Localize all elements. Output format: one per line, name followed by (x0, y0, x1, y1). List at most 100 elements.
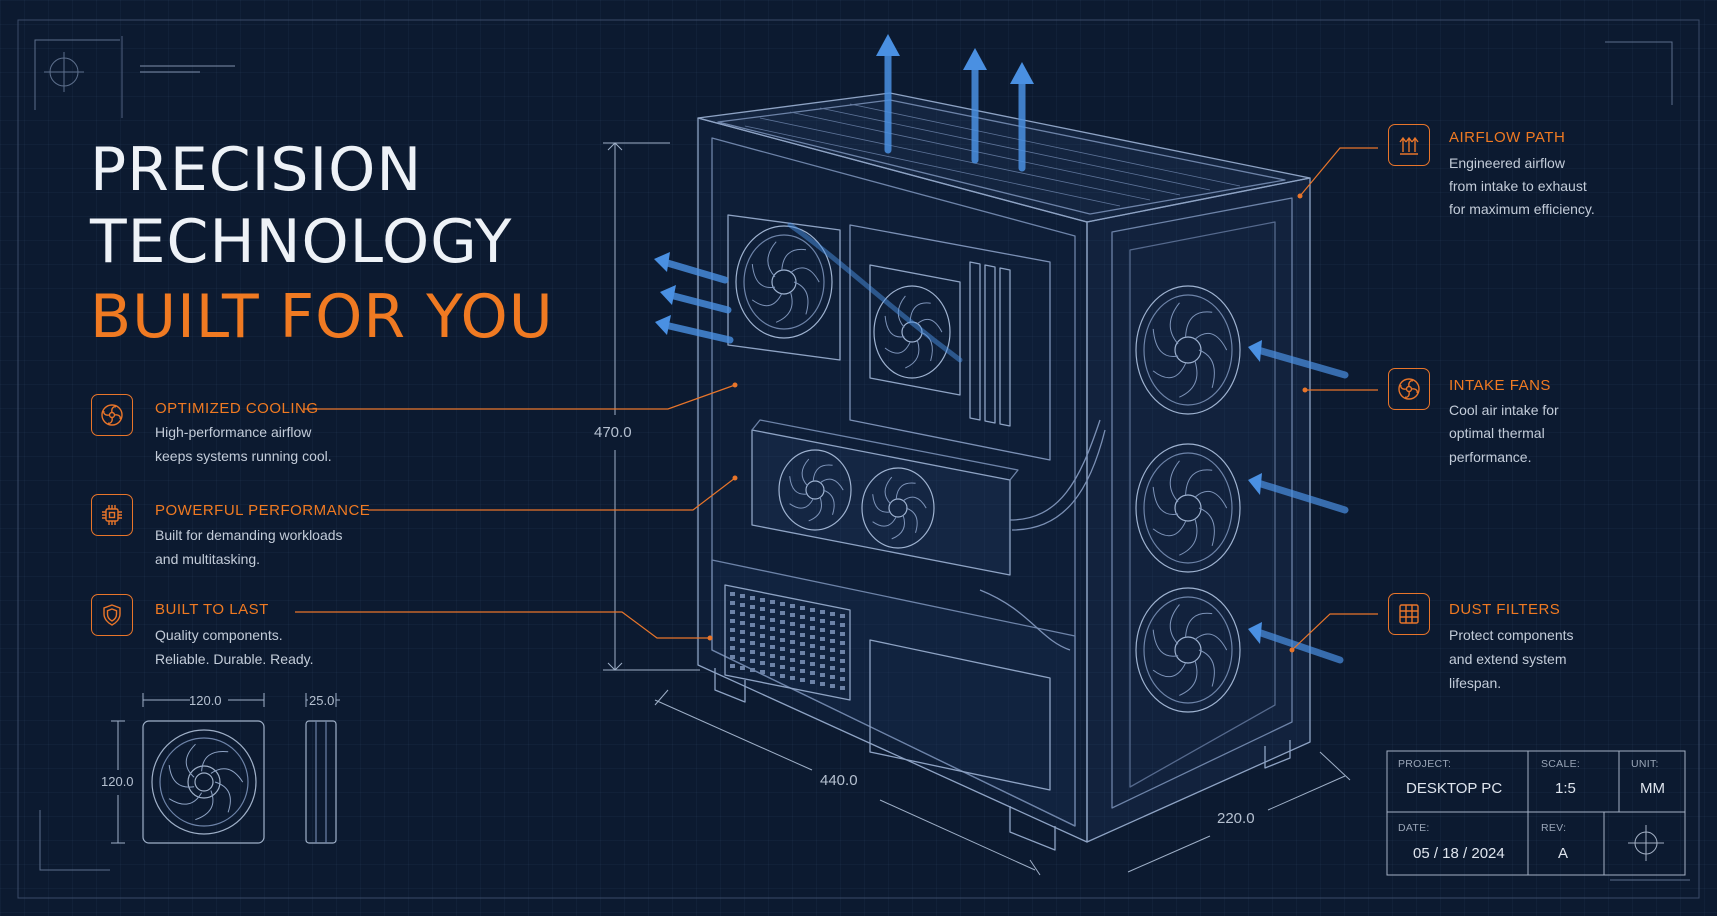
mesh-hole (840, 641, 845, 645)
fan-blade (1194, 490, 1228, 509)
mesh-hole (820, 673, 825, 677)
mesh-hole (790, 640, 795, 644)
mesh-hole (830, 621, 835, 625)
fan-blade (1198, 349, 1215, 389)
mesh-hole (800, 615, 805, 619)
feature-title-durability: BUILT TO LAST (155, 601, 269, 618)
mesh-hole (770, 600, 775, 604)
mesh-hole (740, 630, 745, 634)
feature-desc-intake-3: performance. (1449, 449, 1532, 465)
title-block-grid (1386, 750, 1686, 876)
fan-blade (801, 458, 810, 487)
mesh-hole (810, 644, 815, 648)
mesh-hole (760, 634, 765, 638)
fan-blade (210, 768, 244, 783)
airflow-arrows-icon (1388, 124, 1430, 166)
mesh-hole (760, 607, 765, 611)
fan-blade (789, 476, 808, 495)
mesh-hole (770, 627, 775, 631)
fan-blade (872, 516, 897, 527)
cpu-chip-icon (91, 494, 133, 536)
mesh-hole (750, 614, 755, 618)
fan-blade (1169, 302, 1180, 345)
mesh-hole (810, 671, 815, 675)
fan-blade (905, 507, 918, 533)
mesh-hole (740, 657, 745, 661)
case-fans (735, 225, 1241, 713)
fan-blade (201, 750, 229, 772)
fan-blade (884, 315, 905, 338)
feature-desc-performance-2: and multitasking. (155, 551, 261, 567)
mesh-hole (790, 676, 795, 680)
headline-line-2: TECHNOLOGY (90, 207, 513, 277)
fan-blade (1179, 518, 1198, 556)
dimension-fan-height: 120.0 (101, 774, 134, 789)
mesh-hole (760, 616, 765, 620)
mesh-hole (810, 680, 815, 684)
mesh-hole (820, 646, 825, 650)
mesh-hole (810, 662, 815, 666)
mesh-hole (730, 628, 735, 632)
mesh-hole (820, 619, 825, 623)
mesh-hole (750, 623, 755, 627)
mesh-hole (740, 603, 745, 607)
mesh-hole (810, 635, 815, 639)
mesh-hole (840, 632, 845, 636)
feature-desc-cooling-2: keeps systems running cool. (155, 448, 332, 464)
dimension-depth: 220.0 (1217, 810, 1255, 827)
filter-grid-icon (1388, 593, 1430, 635)
mesh-hole (770, 663, 775, 667)
fan-blade (872, 494, 891, 513)
fan-blade (891, 514, 906, 540)
mesh-hole (730, 601, 735, 605)
drawing-frame (17, 19, 1700, 899)
mesh-hole (840, 659, 845, 663)
feature-desc-intake-1: Cool air intake for (1449, 402, 1559, 418)
fan-blade (1194, 633, 1228, 651)
fan-blade (775, 291, 793, 323)
mesh-hole (840, 614, 845, 618)
mesh-hole (780, 629, 785, 633)
mesh-hole (820, 682, 825, 686)
feature-desc-airflow-1: Engineered airflow (1449, 155, 1565, 171)
fan-blade (1152, 328, 1179, 357)
fan-blade (1194, 332, 1228, 351)
mesh-hole (790, 613, 795, 617)
date-label: DATE: (1398, 822, 1430, 834)
fan-blade (884, 476, 893, 505)
fan-blade (751, 263, 776, 289)
fan-blade (1152, 662, 1187, 678)
feature-desc-intake-2: optimal thermal (1449, 425, 1545, 441)
fan-blade (789, 267, 820, 283)
fan-blade (185, 743, 196, 778)
feature-title-cooling: OPTIMIZED COOLING (155, 400, 319, 417)
pc-case-wireframe (697, 92, 1311, 851)
mesh-hole (770, 654, 775, 658)
mesh-hole (780, 602, 785, 606)
mesh-hole (730, 592, 735, 596)
fan-blade (793, 281, 809, 315)
mesh-hole (800, 678, 805, 682)
fan-blade (1185, 311, 1213, 337)
fan-icon (1388, 368, 1430, 410)
fan-blade (751, 293, 783, 307)
mesh-hole (800, 642, 805, 646)
mesh-hole (800, 660, 805, 664)
mesh-hole (780, 647, 785, 651)
mesh-hole (800, 633, 805, 637)
scale-value: 1:5 (1555, 780, 1576, 797)
fan-blade (1179, 660, 1198, 696)
mesh-hole (750, 605, 755, 609)
fan-blade (168, 765, 195, 788)
unit-label: UNIT: (1631, 758, 1659, 770)
mesh-hole (830, 639, 835, 643)
dimension-height: 470.0 (594, 424, 632, 441)
fan-blade (1198, 507, 1215, 547)
mesh-hole (810, 653, 815, 657)
mesh-hole (790, 604, 795, 608)
fan-blade (808, 496, 823, 522)
mesh-hole (750, 668, 755, 672)
mesh-hole (740, 612, 745, 616)
mesh-hole (730, 664, 735, 668)
